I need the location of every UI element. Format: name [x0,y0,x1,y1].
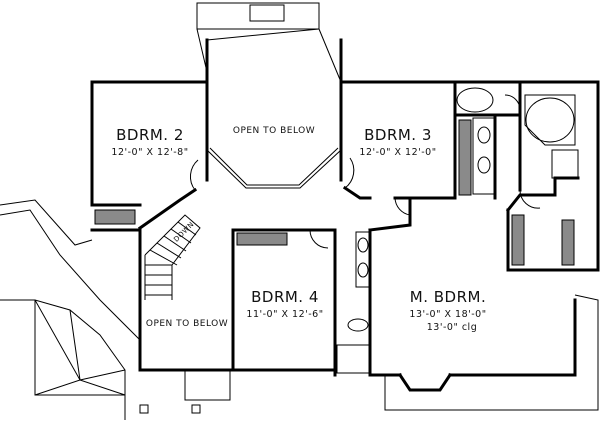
room-ceiling-master: 13'-0" clg [426,322,478,333]
room-size-bdrm3: 12'-0" X 12'-0" [359,147,437,158]
fixtures [336,87,579,374]
room-size-master: 13'-0" X 18'-0" [409,309,487,320]
room-size-bdrm2: 12'-0" X 12'-8" [111,147,189,158]
walls [90,38,600,392]
staircase [144,214,201,300]
room-name-master: M. BDRM. [409,288,487,306]
room-name-bdrm4: BDRM. 4 [251,288,319,306]
room-name-bdrm3: BDRM. 3 [364,126,432,144]
open-to-below-label: OPEN TO BELOW [145,319,229,329]
doors [189,94,541,249]
open-to-below-label: OPEN TO BELOW [232,126,316,136]
octagon-window [206,147,342,189]
top-bay [196,2,342,83]
room-name-bdrm2: BDRM. 2 [116,126,184,144]
deck [384,294,599,411]
room-size-bdrm4: 11'-0" X 12'-6" [246,309,324,320]
closets [94,119,575,266]
roof-lines [0,199,231,420]
